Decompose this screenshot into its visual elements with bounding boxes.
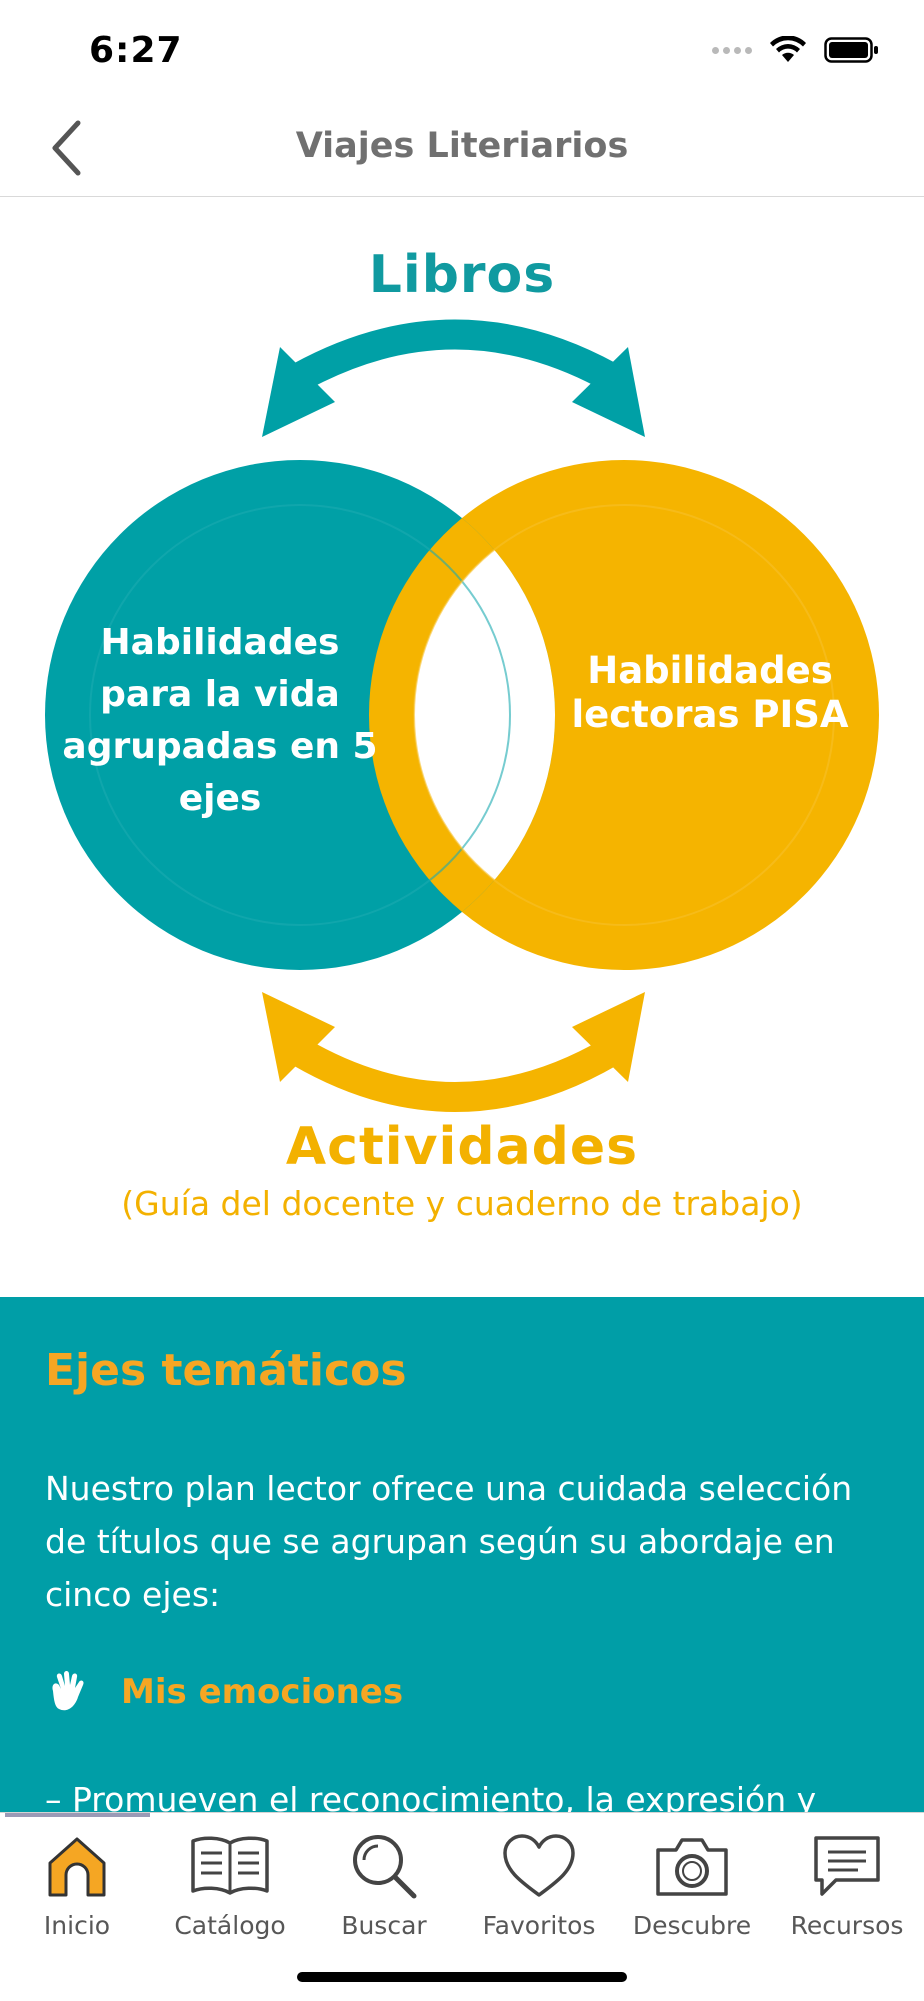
tab-recursos[interactable]: Recursos <box>772 1823 922 1940</box>
diagram-bottom-sublabel: (Guía del docente y cuaderno de trabajo) <box>121 1184 803 1223</box>
tab-label: Catálogo <box>174 1911 286 1940</box>
ejes-section: Ejes temáticos Nuestro plan lector ofrec… <box>0 1297 924 1812</box>
diagram-top-label: Libros <box>368 245 556 305</box>
chevron-left-icon <box>52 120 81 176</box>
status-bar: 6:27 <box>0 0 924 100</box>
list-item: Mis emociones <box>45 1669 403 1715</box>
hand-icon <box>52 1671 84 1711</box>
section-body: Nuestro plan lector ofrece una cuidada s… <box>45 1469 853 1614</box>
eje-description: – Promueven el reconocimiento, la expres… <box>45 1780 817 1812</box>
status-time: 6:27 <box>89 30 183 71</box>
status-icons <box>712 36 880 64</box>
tab-label: Recursos <box>790 1911 904 1940</box>
tab-descubre[interactable]: Descubre <box>617 1823 767 1940</box>
tab-label: Inicio <box>43 1911 111 1940</box>
heart-icon <box>503 1834 575 1897</box>
wifi-icon <box>770 36 806 62</box>
left-circle-label: Habilidades para la vida agrupadas en 5 … <box>62 622 378 819</box>
eje-label: Mis emociones <box>121 1672 404 1712</box>
tab-buscar[interactable]: Buscar <box>309 1823 459 1940</box>
page-title: Viajes Literiarios <box>295 126 629 166</box>
tab-label: Buscar <box>341 1911 427 1940</box>
home-icon <box>48 1837 106 1897</box>
top-cycle-arrow <box>262 319 645 437</box>
battery-icon <box>824 37 878 63</box>
home-indicator[interactable] <box>297 1972 627 1982</box>
tab-inicio[interactable]: Inicio <box>2 1823 152 1940</box>
diagram-bottom-label: Actividades <box>285 1117 639 1177</box>
active-tab-indicator <box>5 1813 150 1817</box>
bottom-cycle-arrow <box>262 992 645 1112</box>
section-title: Ejes temáticos <box>45 1345 407 1396</box>
camera-icon <box>656 1838 728 1896</box>
tab-label: Descubre <box>632 1911 752 1940</box>
nav-bar: Viajes Literiarios <box>0 100 924 197</box>
tab-label: Favoritos <box>482 1911 596 1940</box>
back-button[interactable] <box>36 118 96 178</box>
book-icon <box>191 1836 269 1895</box>
search-icon <box>353 1835 417 1899</box>
cellular-signal-icon <box>712 46 752 54</box>
tab-catalogo[interactable]: Catálogo <box>155 1823 305 1940</box>
diagram-graphic <box>45 319 879 1112</box>
venn-diagram: Libros Habilidades para la vida agrupada… <box>0 197 924 1297</box>
tab-favoritos[interactable]: Favoritos <box>464 1823 614 1940</box>
chat-icon <box>814 1836 880 1896</box>
right-circle-label: Habilidades lectoras PISA <box>571 649 849 736</box>
tab-bar: Inicio Catálogo Buscar <box>0 1812 924 2001</box>
